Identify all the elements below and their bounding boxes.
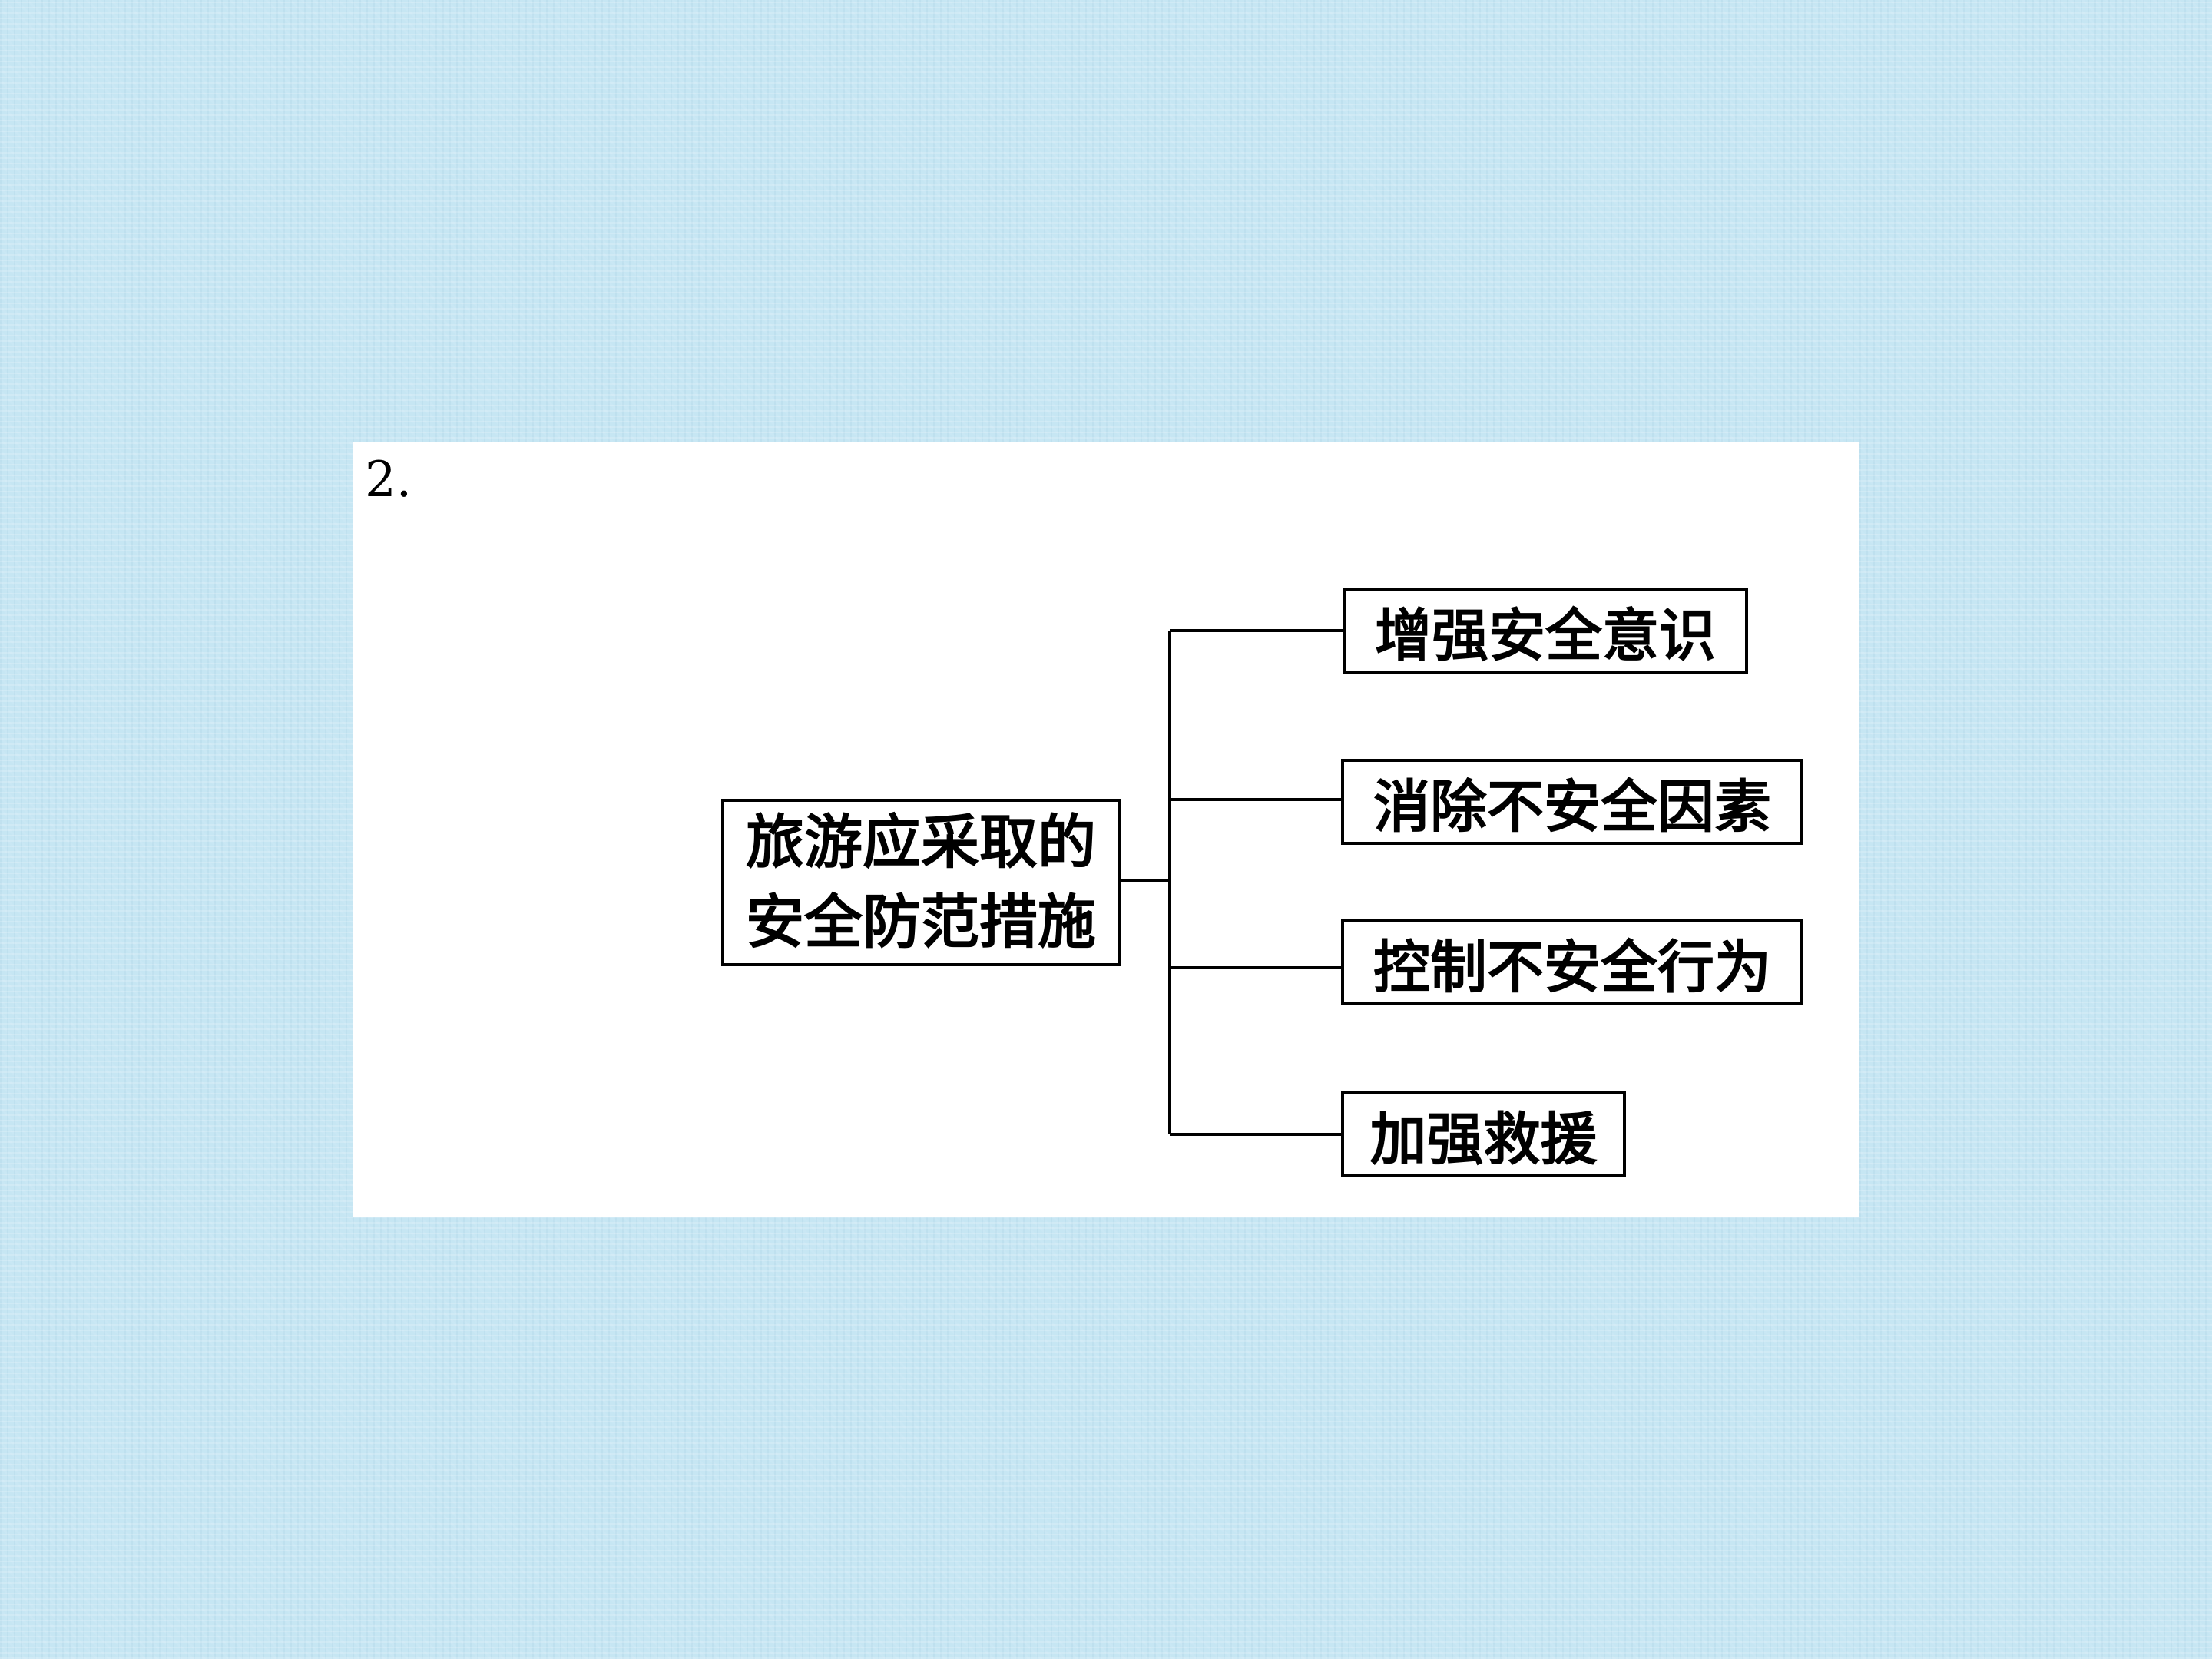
content-panel: 2. 旅游应采取的 安全防范措施 增强安全意识 消除不安全因素 控制不安全行为 …	[353, 442, 1859, 1217]
root-node-line-2: 安全防范措施	[746, 888, 1096, 956]
root-node: 旅游应采取的 安全防范措施	[721, 799, 1121, 966]
branch-node: 加强救援	[1341, 1091, 1626, 1177]
question-number: 2.	[365, 452, 412, 508]
connector-lines	[1121, 629, 1343, 1136]
branch-node: 消除不安全因素	[1341, 759, 1803, 845]
branch-node: 增强安全意识	[1343, 588, 1748, 674]
branch-node: 控制不安全行为	[1341, 919, 1803, 1005]
root-node-line-1: 旅游应采取的	[746, 808, 1096, 876]
